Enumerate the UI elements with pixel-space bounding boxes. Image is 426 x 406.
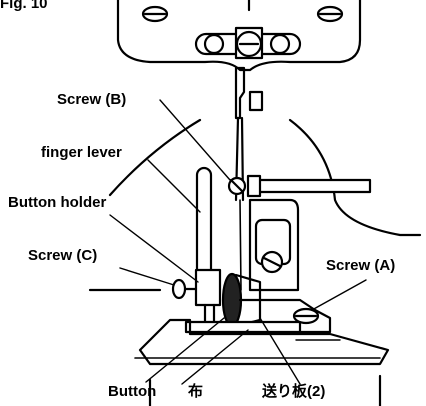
label-screw-b: Screw (B) xyxy=(57,91,127,108)
leader-button-holder xyxy=(109,214,199,283)
leader-feed-plate xyxy=(259,317,301,385)
leader-finger-lever xyxy=(147,159,201,213)
button-disk xyxy=(221,272,243,328)
label-finger-lever: finger lever xyxy=(41,144,122,161)
needle xyxy=(239,199,242,291)
label-screw-c: Screw (C) xyxy=(28,247,98,264)
feed-plate xyxy=(238,298,332,334)
screw-c xyxy=(171,278,187,300)
leader-screw-b xyxy=(159,99,231,181)
needle-clamp xyxy=(248,90,264,112)
presser-foot-body xyxy=(248,198,300,292)
label-button: Button xyxy=(108,383,157,400)
needle-bar xyxy=(234,66,246,120)
needle-plate xyxy=(138,318,390,366)
leader-screw-c xyxy=(119,267,175,286)
figure-label: Fig. 10 xyxy=(0,0,48,12)
finger-lever xyxy=(195,166,213,280)
cloth xyxy=(184,320,302,334)
top-right-screw xyxy=(316,5,344,23)
arm-left-curve xyxy=(108,118,202,197)
arm-right-curve xyxy=(288,118,422,237)
leader-button xyxy=(145,317,225,383)
label-button-holder: Button holder xyxy=(8,194,107,211)
clamp-screw-right xyxy=(269,33,291,55)
label-cloth: 布 xyxy=(188,383,204,400)
button-holder-body xyxy=(194,268,222,307)
label-screw-a: Screw (A) xyxy=(326,257,396,274)
label-feed-plate: 送り板(2) xyxy=(262,383,326,400)
clamp-screw-left xyxy=(203,33,225,55)
horizontal-rod xyxy=(248,178,372,194)
top-left-screw xyxy=(141,5,169,23)
leader-screw-a xyxy=(311,279,367,311)
leader-cloth xyxy=(181,329,249,385)
